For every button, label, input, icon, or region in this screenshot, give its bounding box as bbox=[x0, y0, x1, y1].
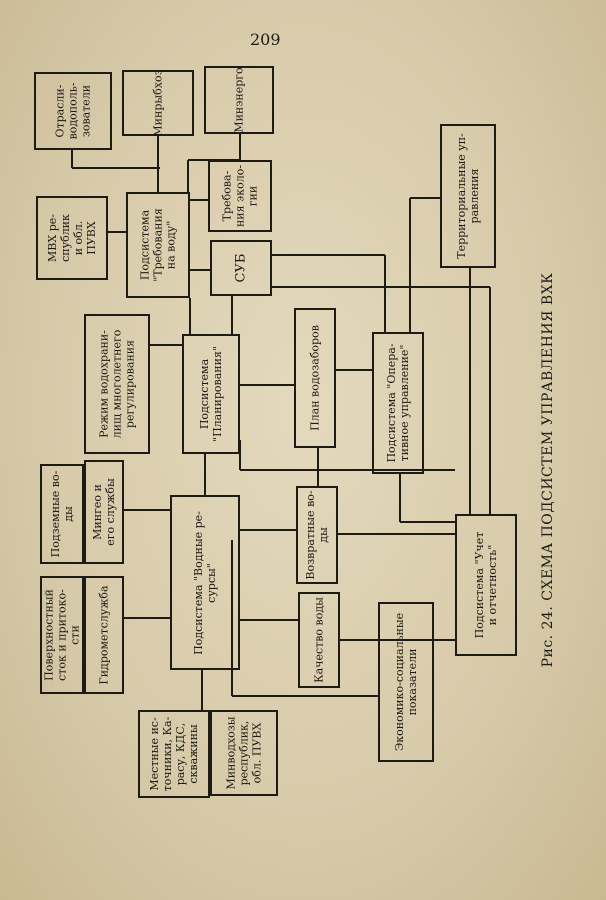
node-podzemnye-vody: Подземные во- ды bbox=[40, 464, 84, 564]
figure-caption: Рис. 24. СХЕМА ПОДСИСТЕМ УПРАВЛЕНИЯ ВХК bbox=[540, 272, 556, 668]
page-number: 209 bbox=[250, 30, 281, 49]
node-mingeo: Мингео и его службы bbox=[84, 460, 124, 564]
node-ekonomiko-socialnye: Экономико-социальные показатели bbox=[378, 602, 434, 762]
node-trebovaniya-ekologii: Требова- ния эколо- гии bbox=[208, 160, 272, 232]
node-operativnoe-upravlenie: Подсистема "Опера- тивное управление" bbox=[372, 332, 424, 474]
node-plan-vodozaborov: План водозаборов bbox=[294, 308, 336, 448]
node-sub: СУБ bbox=[210, 240, 272, 296]
node-minrybhoz: Минрыбхоз bbox=[122, 69, 194, 137]
node-territorial-upravleniya: Территориальные уп- равления bbox=[440, 124, 496, 268]
node-mestnye-istochniki: Местные ис- точники, Ка- расу, КДС, сква… bbox=[138, 710, 210, 798]
node-podsistema-planirovaniya: Подсистема "Планирования" bbox=[182, 334, 240, 454]
node-rezhim-vodohranilisch: Режим водохрани- лищ многолетнего регули… bbox=[84, 314, 150, 454]
node-vozvratnye-vody: Возвратные во- ды bbox=[296, 486, 338, 584]
node-mvh-respublik: МВХ ре- спублик и обл. ПУВХ bbox=[36, 196, 108, 280]
node-poverhnostny-stok: Поверхностный сток и притоко- сти bbox=[40, 576, 84, 694]
node-otrasli-vodopolzovateli: Отрасли- водополь- зователи bbox=[34, 72, 112, 150]
node-podsistema-trebovaniya: Подсистема "Требования на воду" bbox=[126, 192, 190, 298]
node-minenergo: Минэнерго bbox=[204, 66, 274, 134]
node-podsistema-vodnye-resursy: Подсистема "Водные ре- сурсы" bbox=[170, 495, 240, 670]
node-podsistema-uchet: Подсистема "Учет и отчетность" bbox=[455, 514, 517, 656]
node-minvodhozy: Минводхозы республик, обл. ПУВХ bbox=[210, 710, 278, 796]
node-kachestvo-vody: Качество воды bbox=[298, 592, 340, 688]
node-gidrometsluzhba: Гидрометслужба bbox=[84, 576, 124, 694]
